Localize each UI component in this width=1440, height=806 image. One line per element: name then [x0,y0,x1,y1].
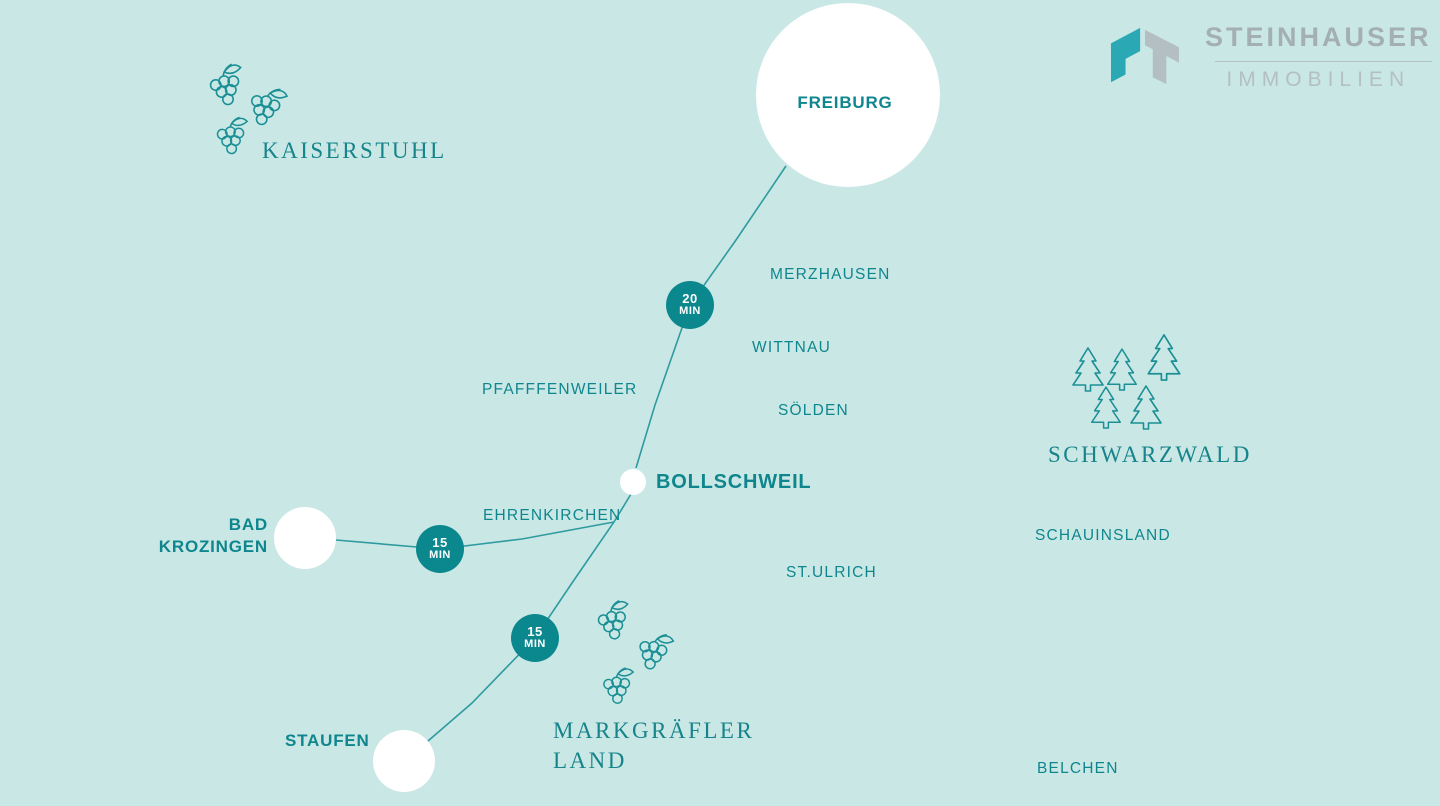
city-label-bad-krozingen-line1: BAD [228,515,268,534]
region-label-schwarzwald: SCHWARZWALD [1048,442,1252,467]
travel-badge-value: 20 [682,291,698,307]
staufen-marker [373,730,435,792]
place-label-schauinsland: SCHAUINSLAND [1035,527,1171,544]
city-label-staufen: STAUFEN [285,731,370,750]
bollschweil-marker [620,469,646,495]
region-label-markgraefler-land: MARKGRÄFLER LAND [553,716,754,776]
logo-text: STEINHAUSER IMMOBILIEN [1205,22,1432,92]
region-label-kaiserstuhl: KAISERSTUHL [262,138,447,163]
route-bollschweil-staufen [427,493,632,742]
travel-badge-20min: 20 MIN [666,281,714,329]
region-label-markgraefler-line1: MARKGRÄFLER [553,718,755,743]
travel-badge-15min-staufen: 15 MIN [511,614,559,662]
travel-badge-unit: MIN [429,549,451,562]
place-label-soelden: SÖLDEN [778,402,849,419]
schwarzwald-trees-icon [1072,334,1181,430]
bad-krozingen-marker [274,507,336,569]
place-label-wittnau: WITTNAU [752,339,831,356]
place-label-st-ulrich: ST.ULRICH [786,564,877,581]
city-label-bad-krozingen: BAD KROZINGEN [118,514,268,558]
travel-badge-unit: MIN [679,305,701,318]
freiburg-marker [756,3,940,187]
place-label-belchen: BELCHEN [1037,760,1119,777]
travel-badge-value: 15 [527,624,543,640]
travel-badge-value: 15 [432,535,448,551]
route-lines [335,165,787,742]
city-label-bad-krozingen-line2: KROZINGEN [158,537,268,557]
logo-title: STEINHAUSER [1205,22,1432,52]
place-label-merzhausen: MERZHAUSEN [770,266,891,283]
logo-divider [1215,61,1432,62]
route-junction-bad-krozingen [335,521,615,550]
markgraefler-grapes-icon [594,598,676,705]
city-markers [274,3,940,792]
place-label-ehrenkirchen: EHRENKIRCHEN [483,507,622,524]
logo-house-icon [1110,27,1179,85]
city-label-bollschweil: BOLLSCHWEIL [656,471,812,493]
travel-badge-15min-bad-krozingen: 15 MIN [416,525,464,573]
logo-subtitle: IMMOBILIEN [1226,68,1411,91]
place-label-pfaffenweiler: PFAFFFENWEILER [482,381,638,398]
company-logo: STEINHAUSER IMMOBILIEN [1105,22,1432,92]
city-label-freiburg: FREIBURG [797,93,893,112]
travel-badge-unit: MIN [524,638,546,651]
region-label-markgraefler-line2: LAND [553,747,627,773]
route-freiburg-bollschweil [635,165,787,469]
